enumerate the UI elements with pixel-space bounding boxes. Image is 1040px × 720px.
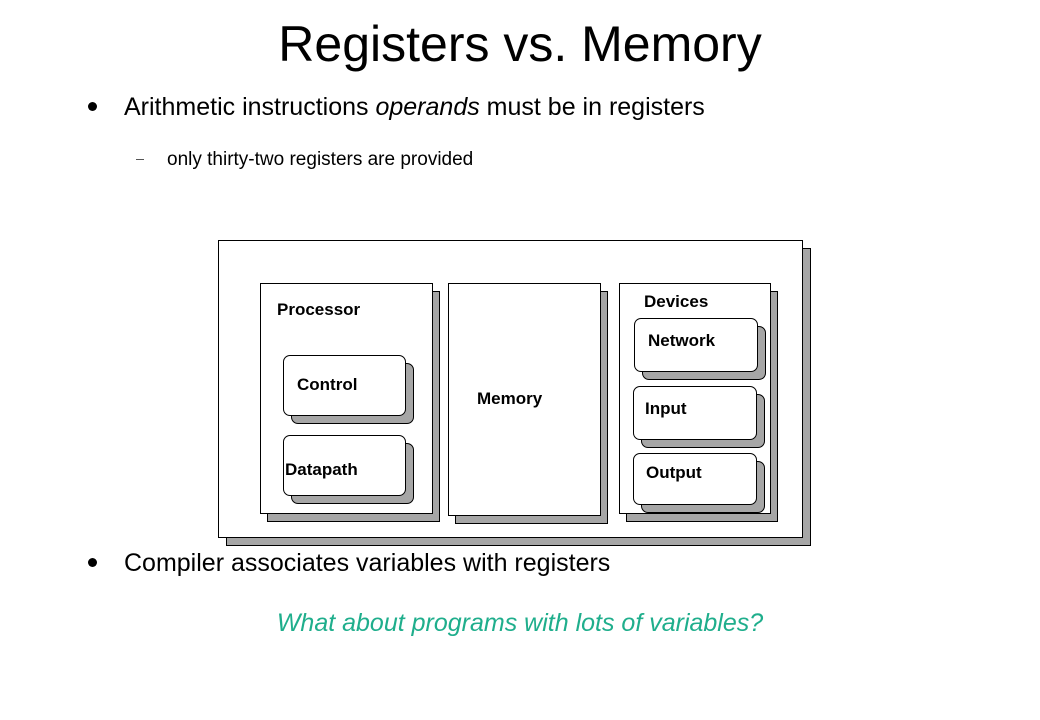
output-label: Output xyxy=(646,463,702,482)
bullet-arithmetic-pre: Arithmetic instructions xyxy=(124,93,376,121)
devices-label: Devices xyxy=(644,292,709,311)
question-text: What about programs with lots of variabl… xyxy=(276,609,764,637)
memory-box xyxy=(448,283,601,516)
memory-label: Memory xyxy=(477,389,543,408)
slide-title: Registers vs. Memory xyxy=(278,16,762,72)
bullet-arithmetic-post: must be in registers xyxy=(479,93,705,121)
sub-bullet-text: only thirty-two registers are provided xyxy=(167,149,474,170)
network-label: Network xyxy=(648,331,716,350)
input-box xyxy=(633,386,757,440)
output-box xyxy=(633,453,757,505)
datapath-box xyxy=(283,435,406,496)
processor-label: Processor xyxy=(277,300,361,319)
datapath-label: Datapath xyxy=(285,460,358,479)
bullet-arithmetic-text: Arithmetic instructions operands must be… xyxy=(124,92,705,122)
dash-icon xyxy=(136,159,144,160)
input-label: Input xyxy=(645,399,687,418)
control-label: Control xyxy=(297,375,358,394)
bullet-dot-icon xyxy=(88,102,97,111)
bullet-dot-icon xyxy=(88,558,97,567)
bullet-compiler-text: Compiler associates variables with regis… xyxy=(124,549,611,577)
network-box xyxy=(634,318,758,372)
bullet-arithmetic-emphasis: operands xyxy=(375,93,480,121)
control-box xyxy=(283,355,406,416)
